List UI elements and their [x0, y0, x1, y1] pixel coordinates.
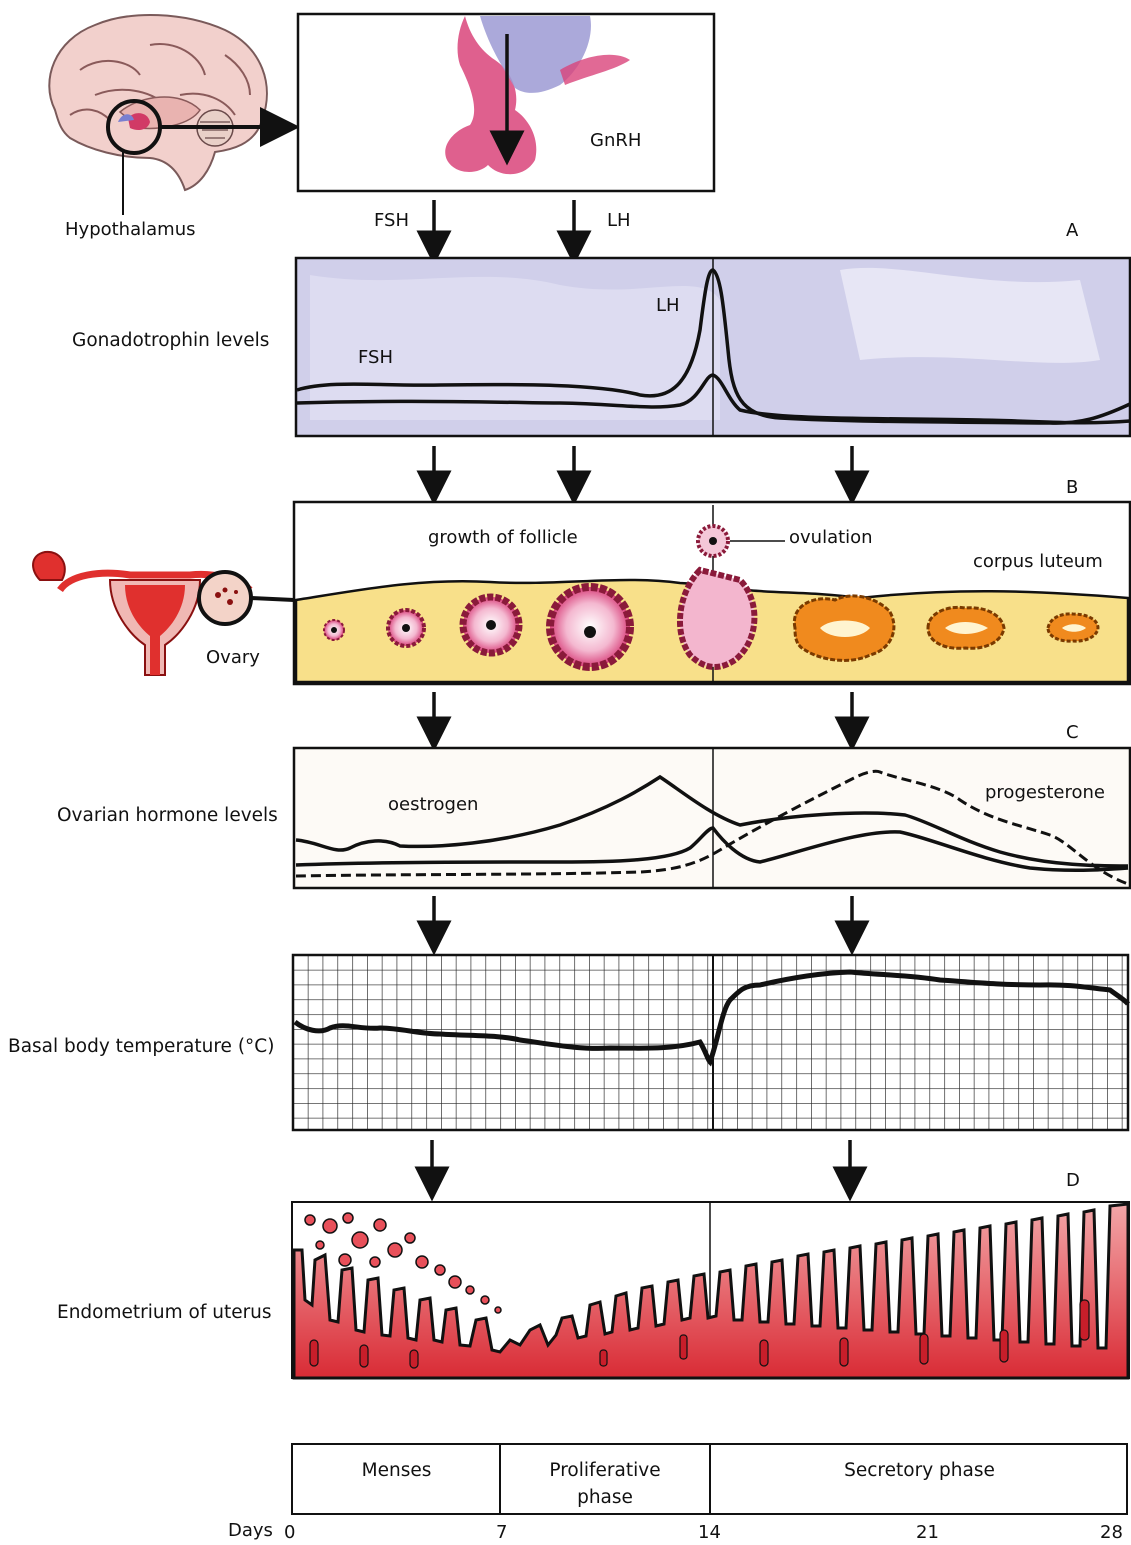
endometrium-label: Endometrium of uterus: [57, 1302, 272, 1323]
phase-menses: Menses: [294, 1457, 499, 1484]
arrows-to-temperature: [434, 896, 852, 938]
temperature-grid: [293, 955, 1128, 1130]
oestrogen-label: oestrogen: [388, 794, 478, 815]
panel-letter-c: C: [1066, 722, 1079, 743]
fsh-arrow-label: FSH: [374, 210, 409, 231]
gnrh-label: GnRH: [590, 130, 641, 151]
lh-curve-label: LH: [656, 295, 680, 316]
panel-letter-d: D: [1066, 1170, 1080, 1191]
fsh-lh-arrows: [434, 200, 574, 248]
arrows-to-ovary: [434, 446, 852, 488]
day-tick-21: 21: [916, 1522, 939, 1543]
brain-illustration: [49, 15, 280, 215]
gonadotrophin-levels-label: Gonadotrophin levels: [72, 330, 269, 351]
basal-body-temperature-label: Basal body temperature (°C): [8, 1036, 274, 1057]
phase-secretory: Secretory phase: [712, 1457, 1127, 1484]
ovarian-hormone-panel: [294, 748, 1130, 888]
phase-proliferative: Proliferative phase: [540, 1457, 670, 1511]
day-tick-0: 0: [284, 1522, 295, 1543]
growth-of-follicle-label: growth of follicle: [428, 527, 578, 548]
ovarian-hormone-levels-label: Ovarian hormone levels: [57, 805, 278, 826]
day-tick-7: 7: [496, 1522, 507, 1543]
corpus-luteum-label: corpus luteum: [973, 551, 1103, 572]
fsh-curve-label: FSH: [358, 347, 393, 368]
days-label: Days: [228, 1520, 273, 1541]
hypothalamus-label: Hypothalamus: [65, 219, 195, 240]
progesterone-label: progesterone: [985, 782, 1105, 803]
arrows-to-hormones: [434, 692, 852, 734]
arrows-to-endometrium: [432, 1140, 850, 1184]
panel-letter-a: A: [1066, 220, 1078, 241]
ovulation-label: ovulation: [789, 527, 873, 548]
lh-arrow-label: LH: [607, 210, 631, 231]
day-tick-28: 28: [1100, 1522, 1123, 1543]
day-tick-14: 14: [698, 1522, 721, 1543]
ovary-label: Ovary: [206, 647, 260, 668]
panel-letter-b: B: [1066, 477, 1078, 498]
